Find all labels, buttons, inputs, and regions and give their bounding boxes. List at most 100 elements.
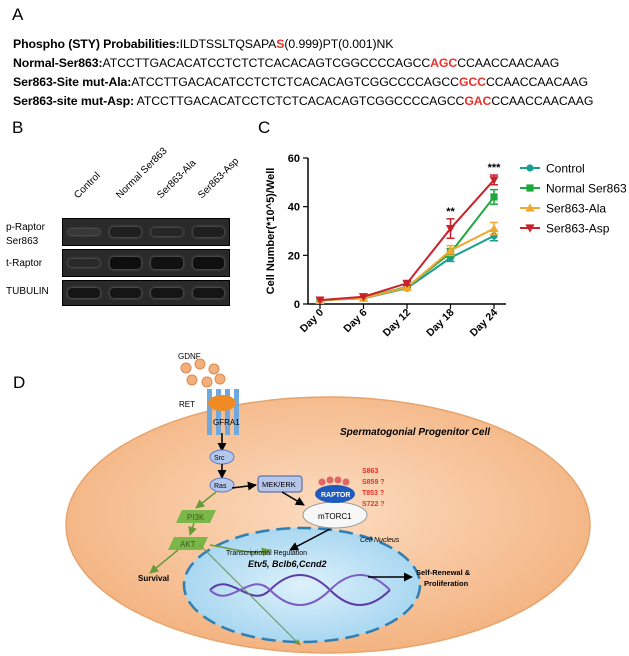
ret-receptor-icon <box>207 389 239 435</box>
data-point <box>525 203 535 212</box>
panel-label-b: B <box>12 118 24 137</box>
nucleus-label: Cell Nucleus <box>360 537 400 544</box>
blot-band <box>109 287 141 299</box>
sequence-pre: ATCCTTGACACATCCTCTCTCACACAGTCGGCCCCAGCC <box>134 94 465 108</box>
arrow-icon <box>231 481 257 491</box>
sequence-post: CCAACCAACAAG <box>485 75 588 89</box>
arrow-icon <box>195 491 217 509</box>
x-tick-label: Day 0 <box>298 307 326 335</box>
arrow-icon <box>199 544 301 646</box>
src-label: Src <box>214 455 225 462</box>
raptor-label: RAPTOR <box>321 492 350 499</box>
peptide-post: (0.999)PT(0.001)NK <box>284 37 394 51</box>
data-point <box>526 164 534 172</box>
phospho-site: S <box>276 37 285 51</box>
arrow-icon <box>289 528 331 551</box>
data-point <box>525 224 535 233</box>
row-label-p-raptor: p-Raptor <box>6 222 45 233</box>
sequence-pre: ATCCTTGACACATCCTCTCTCACACAGTCGGCCCCAGCC <box>102 56 431 70</box>
data-point <box>358 293 369 302</box>
mek-erk-node <box>257 475 303 493</box>
sequence-pre: ATCCTTGACACATCCTCTCTCACACAGTCGGCCCCAGCC <box>131 75 459 89</box>
raptor-node <box>315 485 355 503</box>
cell-nucleus <box>182 526 422 644</box>
gfra1-receptor-icon <box>208 395 236 411</box>
blot-band <box>192 227 224 237</box>
gdnf-ligand-icon <box>180 358 226 388</box>
outcome-label-line1: Self-Renewal & <box>416 568 471 577</box>
arrow-icon <box>209 544 271 557</box>
ras-node <box>209 477 235 493</box>
outcome-label-line2: Proliferation <box>424 579 469 588</box>
arrow-icon <box>149 549 179 574</box>
blot-band <box>151 257 183 269</box>
sequence-label: Normal-Ser863: <box>13 56 103 70</box>
data-point <box>489 176 499 185</box>
y-axis-label: Cell Number(*10^5)/Well <box>265 168 277 295</box>
significance-annotation: *** <box>488 162 502 174</box>
significance-annotation: ** <box>446 206 455 218</box>
sequence-label: Phospho (STY) Probabilities: <box>13 37 180 51</box>
blot-band <box>151 287 183 299</box>
data-point <box>490 193 498 201</box>
gfra1-label: GFRA1 <box>213 418 240 427</box>
x-tick-label: Day 6 <box>341 307 369 335</box>
y-tick-label: 60 <box>288 153 300 165</box>
akt-node <box>168 537 208 550</box>
blot-band <box>109 227 141 237</box>
pi3k-label: PI3K <box>187 513 205 522</box>
lane-label-control: Control <box>72 170 103 201</box>
row-label-t-raptor: t-Raptor <box>6 258 43 269</box>
panel-label-d: D <box>13 373 26 392</box>
y-tick-label: 40 <box>288 202 300 214</box>
data-point <box>445 224 456 234</box>
sequence-post: CCAACCAACAAG <box>457 56 560 70</box>
sequence-line-normal: Normal-Ser863:ATCCTTGACACATCCTCTCTCACACA… <box>13 56 559 70</box>
blot-band <box>68 228 100 236</box>
site-label-s859: S859 ? <box>362 479 385 486</box>
peptide-pre: ILDTSSLTQSAPA <box>179 37 277 51</box>
sequence-line-ala: Ser863-Site mut-Ala:ATCCTTGACACATCCTCTCT… <box>13 75 588 89</box>
sequence-label: Ser863-site mut-Asp: <box>13 94 135 108</box>
pi3k-node <box>176 510 216 523</box>
gdnf-label: GDNF <box>178 352 201 361</box>
lane-label-asp: Ser863-Asp <box>196 155 242 201</box>
mek-erk-label: MEK/ERK <box>262 480 296 489</box>
ret-label: RET <box>179 400 195 409</box>
transcriptional-regulation-label: Transcriptional Regulation <box>226 550 307 557</box>
codon: GCC <box>458 75 486 89</box>
gene-list: Etv5, Bclb6,Ccnd2 <box>248 559 327 569</box>
data-point <box>445 245 456 255</box>
sequence-line-asp: Ser863-site mut-Asp: ATCCTTGACACATCCTCTC… <box>13 94 593 108</box>
dna-strand-icon <box>209 574 391 606</box>
legend-label: Normal Ser863 <box>546 182 627 196</box>
survival-label: Survival <box>138 574 169 583</box>
blot-strip-t-raptor <box>62 249 230 277</box>
cell-title: Spermatogonial Progenitor Cell <box>340 427 490 438</box>
blot-band <box>68 258 100 268</box>
data-point <box>402 279 412 288</box>
akt-label: AKT <box>180 540 196 549</box>
codon: GAC <box>464 94 492 108</box>
y-tick-label: 0 <box>294 299 300 311</box>
row-label-tubulin: TUBULIN <box>6 286 49 297</box>
blot-strip-tubulin <box>62 280 230 306</box>
arrow-icon <box>281 491 305 506</box>
row-label-ser863: Ser863 <box>6 236 39 247</box>
y-tick-label: 20 <box>288 250 300 262</box>
data-point <box>315 296 325 305</box>
mtorc1-label: mTORC1 <box>318 512 352 521</box>
blot-band <box>68 287 100 299</box>
sequence-label: Ser863-Site mut-Ala: <box>13 75 132 89</box>
blot-band <box>151 227 183 237</box>
arrow-icon <box>188 522 197 536</box>
site-label-s722: S722 ? <box>362 501 385 508</box>
dna-strand-icon <box>209 574 391 606</box>
phosphate-group-icon <box>318 476 350 486</box>
data-point <box>526 184 534 192</box>
panel-label-a: A <box>12 5 24 24</box>
blot-strip-p-raptor <box>62 218 230 246</box>
blot-band <box>192 257 224 269</box>
signaling-diagram: GDNF RET GFRA1 Src Ras PI3K AKT Survival… <box>65 352 591 654</box>
